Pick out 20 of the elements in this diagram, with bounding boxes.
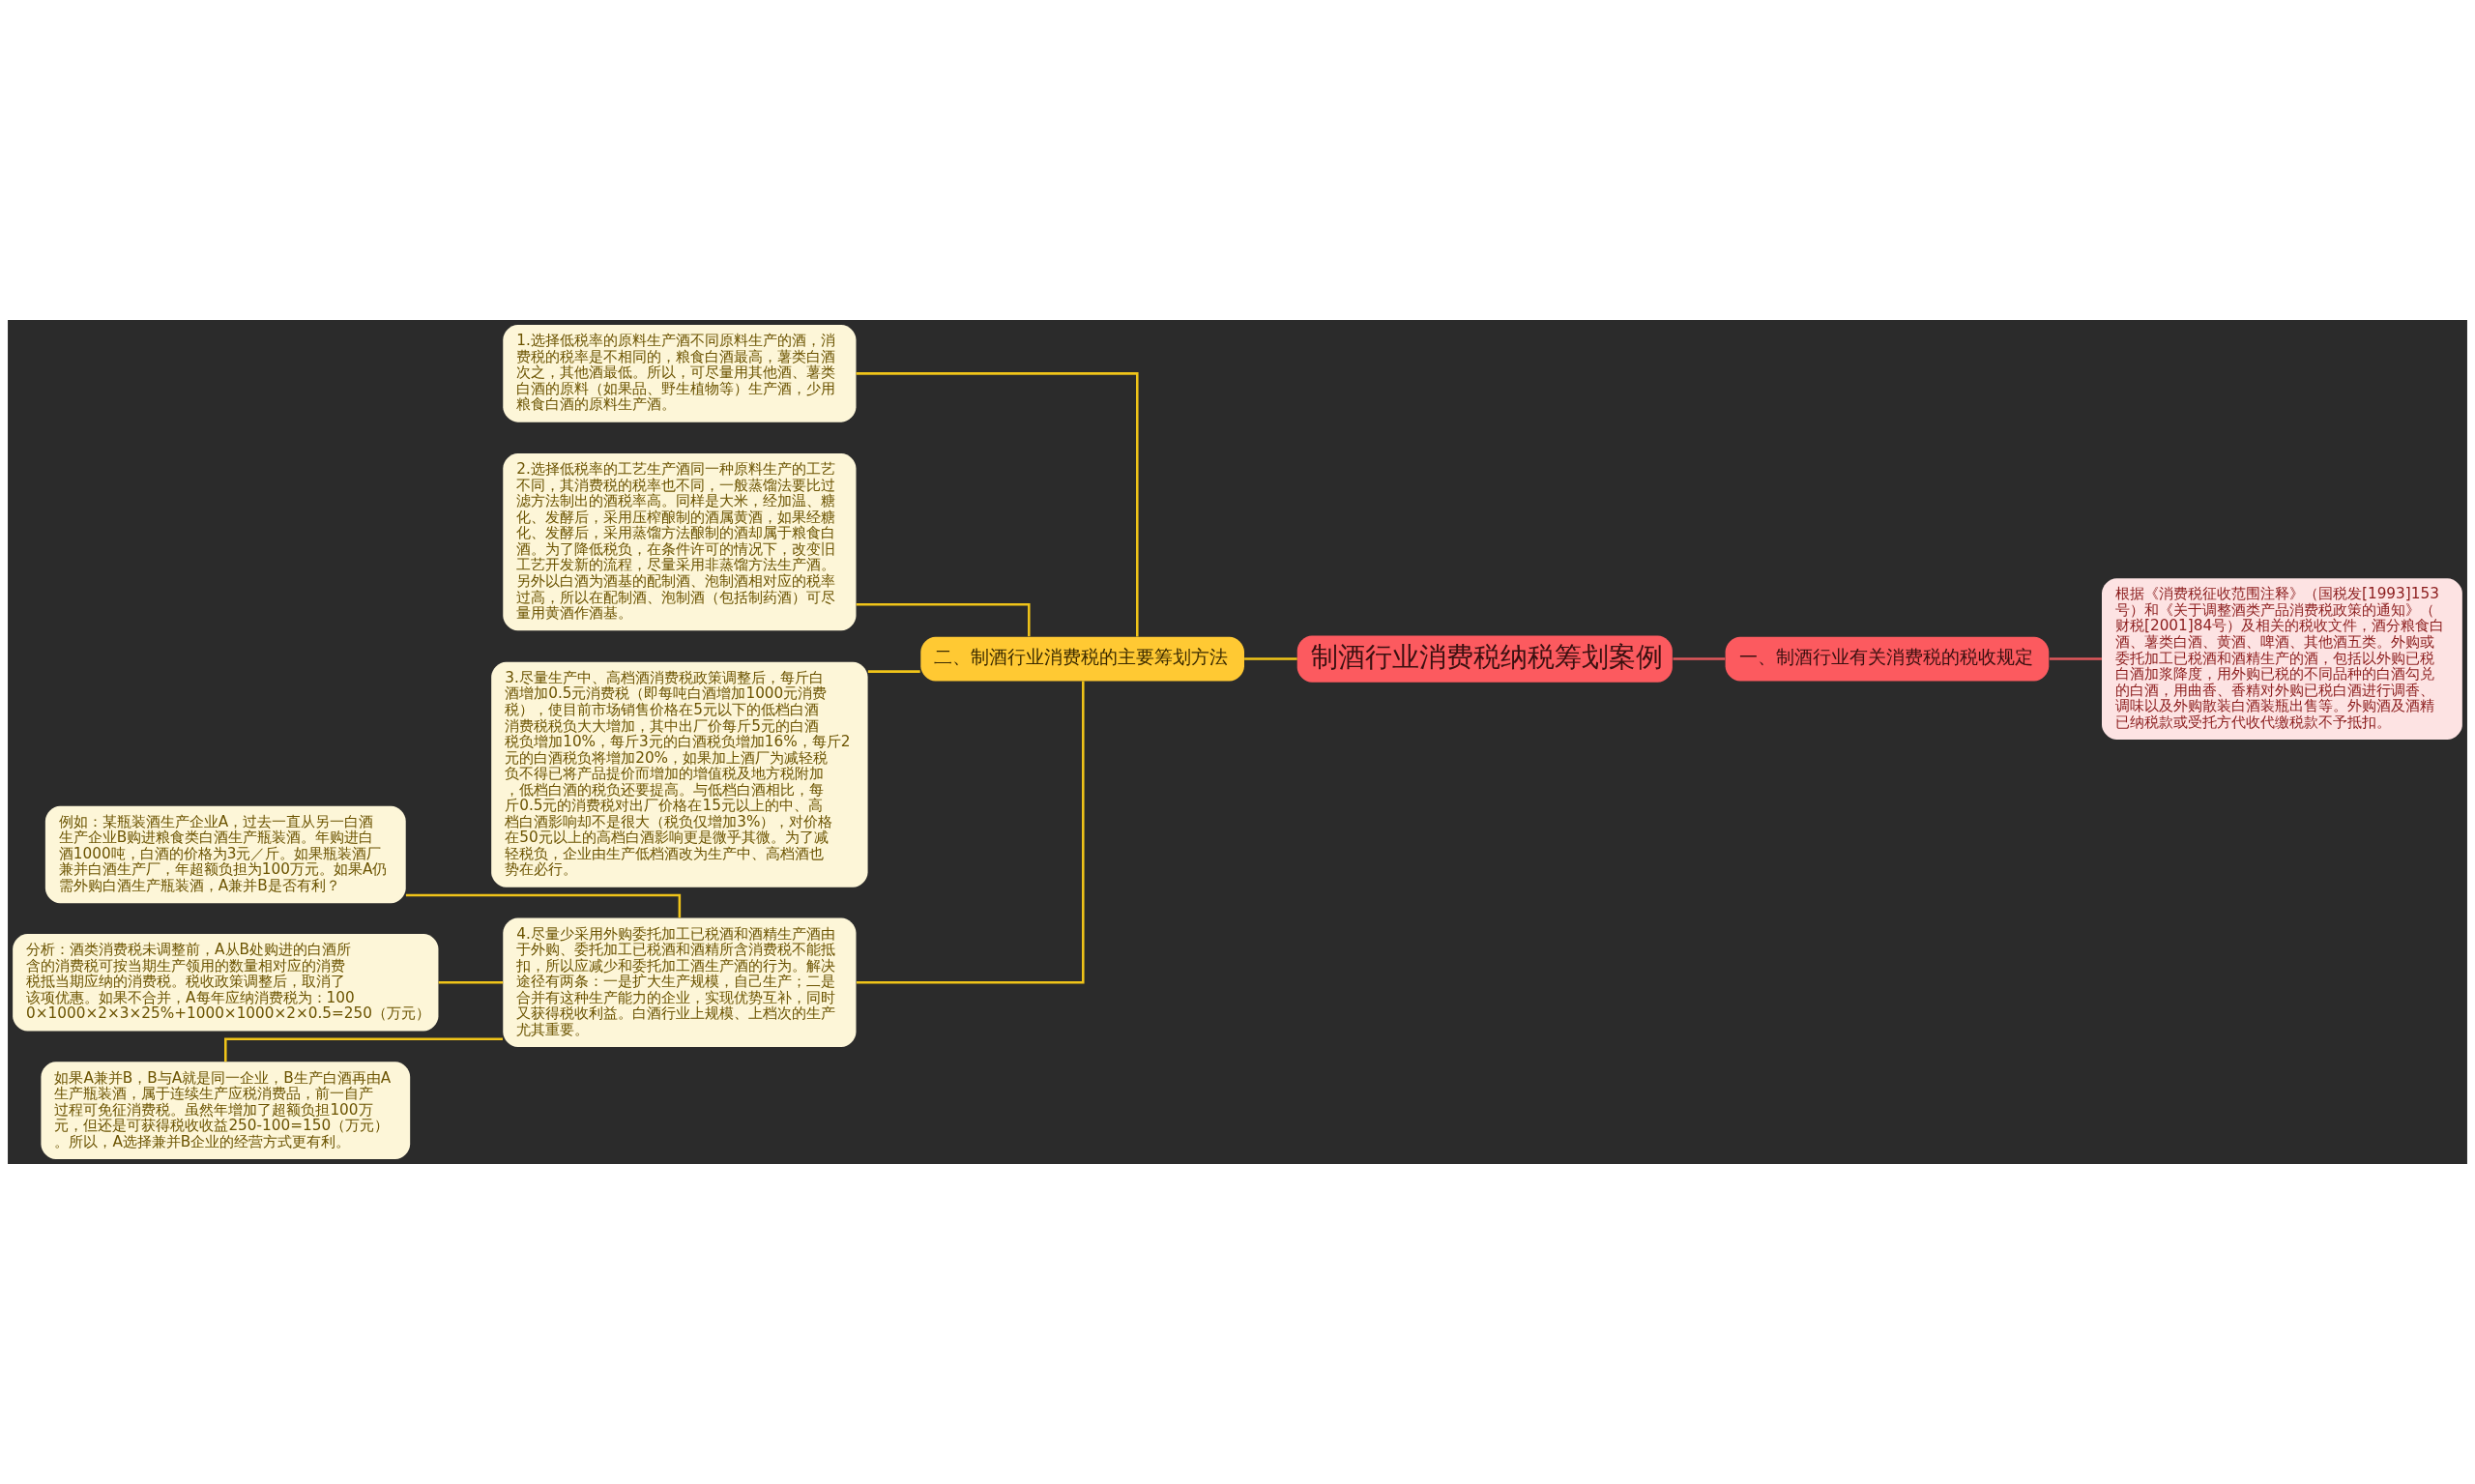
connector: [1673, 657, 1726, 660]
node-box: 例如：某瓶装酒生产企业A，过去一直从另一白酒生产企业B购进粮食类白酒生产瓶装酒。年购进白酒1000吨，白酒的价格为3元／斤。如果瓶装酒厂兼并白酒生产厂，年超额负担为100万元。如果A仍需外购白酒生产瓶装酒，A兼并B是否有利？: [44, 805, 406, 904]
node-box: 二、制酒行业消费税的主要筹划方法: [920, 636, 1244, 682]
connector: [856, 681, 1085, 984]
connector: [438, 981, 504, 984]
connector: [224, 1037, 503, 1062]
node-box: 1.选择低税率的原料生产酒不同原料生产的酒，消费税的税率是不相同的，粮食白酒最高，薯类白酒次之，其他酒最低。所以，可尽量用其他酒、薯类白酒的原料（如果品、野生植物等）生产酒，少用粮食白酒的原料生产酒。: [503, 325, 857, 422]
connector: [405, 893, 682, 918]
node-box: 2.选择低税率的工艺生产酒同一种原料生产的工艺不同，其消费税的税率也不同，一般蒸馏法要比过滤方法制出的酒税率高。同样是大米，经加温、糖化、发酵后，采用压榨酿制的酒属黄酒，如果经糖化、发酵后，采用蒸馏方法酿制的酒却属于粮食白酒。为了降低税负，在条件许可的情况下，改变旧工艺开发新的流程，尽量采用非蒸馏方法生产酒。另外以白酒为酒基的配制酒、泡制酒相对应的税率过高，所以在配制酒、泡制酒（包括制药酒）可尽量用黄酒作酒基。: [503, 453, 857, 631]
node-box: 一、制酒行业有关消费税的税收规定: [1725, 636, 2050, 682]
node-box: 分析：酒类消费税未调整前，A从B处购进的白酒所含的消费税可按当期生产领用的数量相对应的消费税抵当期应纳的消费税。税收政策调整后，取消了该项优惠。如果不合并，A每年应纳消费税为：1000×1000×2×3×25%+1000×1000×2×0.5=250（万元）: [13, 934, 439, 1032]
node-box: 制酒行业消费税纳税筹划案例: [1296, 635, 1673, 683]
connector: [867, 670, 920, 673]
node-box: 根据《消费税征收范围注释》（国税发[1993]153号）和《关于调整酒类产品消费税政策的通知》（财税[2001]84号）及相关的税收文件，酒分粮食白酒、薯类白酒、黄酒、啤酒、其他酒五类。外购或委托加工已税酒和酒精生产的酒，包括以外购已税白酒加浆降度，用外购已税的不同品种的白酒勾兑的白酒，用曲香、香精对外购已税白酒进行调香、调味以及外购散装白酒装瓶出售等。外购酒及酒精已纳税款或受托方代收代缴税款不予抵扣。: [2102, 578, 2462, 740]
node-box: 如果A兼并B，B与A就是同一企业，B生产白酒再由A生产瓶装酒，属于连续生产应税消费品，前一自产过程可免征消费税。虽然年增加了超额负担100万元，但还是可获得税收收益250-100=150（万元）。所以，A选择兼并B企业的经营方式更有利。: [41, 1062, 411, 1159]
node-box: 3.尽量生产中、高档酒消费税政策调整后，每斤白酒增加0.5元消费税（即每吨白酒增加1000元消费税），使目前市场销售价格在5元以下的低档白酒消费税税负大大增加，其中出厂价每斤5元的白酒税负增加10%，每斤3元的白酒税负增加16%，每斤2元的白酒税负将增加20%，如果加上酒厂为减轻税负不得已将产品提价而增加的增值税及地方税附加，低档白酒的税负还要提高。与低档白酒相比，每斤0.5元的消费税对出厂价格在15元以上的中、高档白酒影响却不是很大（税负仅增加3%），对价格在50元以上的高档白酒影响更是微乎其微。为了减轻税负，企业由生产低档酒改为生产中、高档酒也势在必行。: [491, 661, 868, 887]
node-box: 4.尽量少采用外购委托加工已税酒和酒精生产酒由于外购、委托加工已税酒和酒精所含消费税不能抵扣，所以应减少和委托加工酒生产酒的行为。解决途径有两条：一是扩大生产规模，自己生产；二是合并有这种生产能力的企业，实现优势互补，同时又获得税收利益。白酒行业上规模、上档次的生产尤其重要。: [503, 917, 857, 1048]
connector: [1244, 657, 1297, 660]
connector: [856, 372, 1139, 637]
connector: [2049, 657, 2102, 660]
